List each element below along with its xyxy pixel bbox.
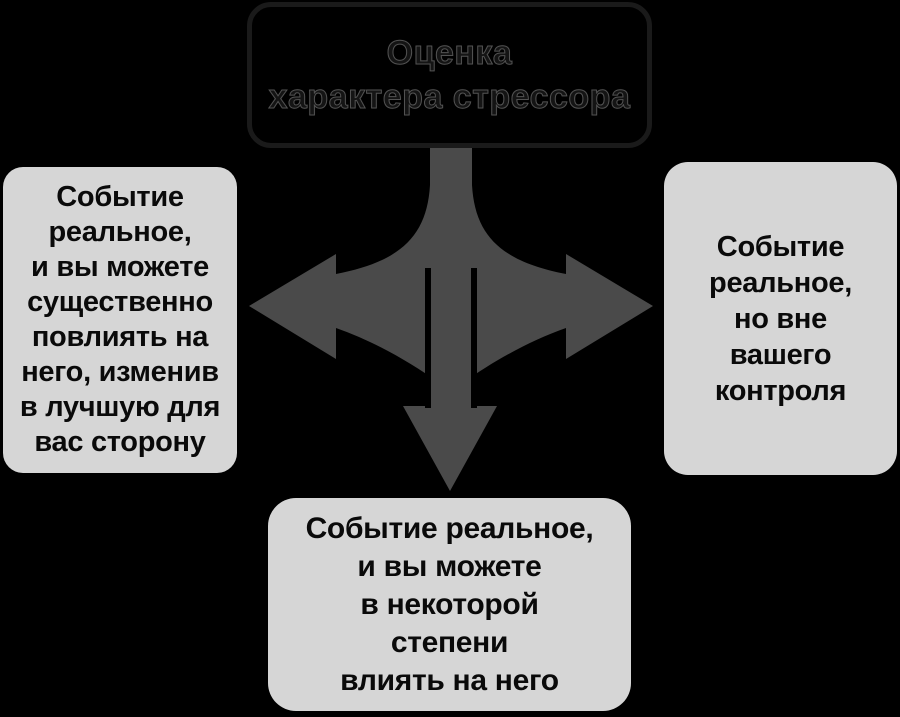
title-text: Оценка характера стрессора [268, 34, 631, 117]
arrow-gap-left [425, 268, 431, 408]
outcome-left-text: Событие реальное, и вы можете существенн… [19, 181, 221, 458]
arrow-down [403, 148, 497, 491]
arrow-gap-right [471, 268, 477, 408]
outcome-right-text: Событие реальное, но вне вашего контроля [709, 230, 852, 407]
outcome-bottom-text: Событие реальное, и вы можете в некоторо… [305, 511, 594, 697]
outcome-box-left: Событие реальное, и вы можете существенн… [3, 167, 237, 473]
outcome-box-right: Событие реальное, но вне вашего контроля [664, 162, 897, 475]
title-box: Оценка характера стрессора [247, 2, 652, 148]
outcome-box-bottom: Событие реальное, и вы можете в некоторо… [268, 498, 631, 711]
